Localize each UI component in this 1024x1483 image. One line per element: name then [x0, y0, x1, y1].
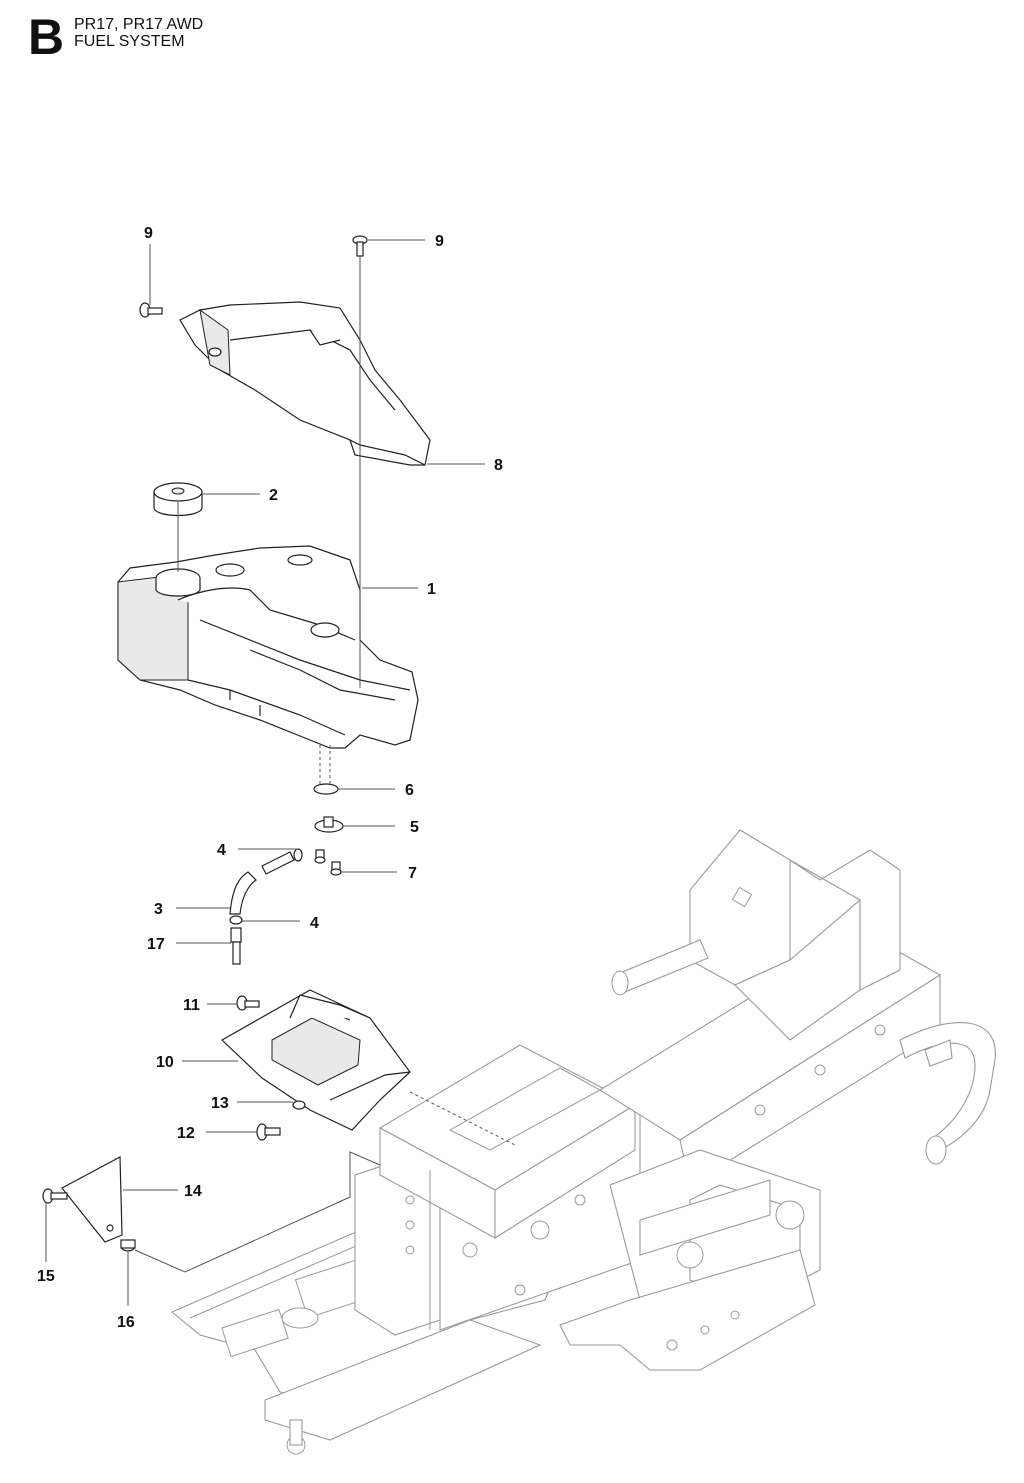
- fuel-tank: [117, 545, 419, 749]
- callout-6: 6: [405, 782, 414, 799]
- washer-13: [292, 1100, 306, 1110]
- callout-4-upper: 4: [217, 842, 226, 859]
- callout-15: 15: [37, 1268, 55, 1285]
- screw-12: [256, 1123, 281, 1141]
- screw-9-top: [352, 235, 368, 257]
- leader-lines: [45, 239, 516, 1306]
- screw-11: [236, 995, 260, 1011]
- callout-16: 16: [117, 1314, 135, 1331]
- callout-10: 10: [156, 1054, 174, 1071]
- section-title: FUEL SYSTEM: [74, 33, 185, 50]
- callout-1: 1: [427, 581, 436, 598]
- callout-11: 11: [183, 997, 200, 1014]
- bolt-15: [42, 1188, 68, 1204]
- callout-14: 14: [184, 1183, 202, 1200]
- title-block: PR17, PR17 AWD FUEL SYSTEM: [74, 16, 203, 50]
- chassis-frame: [170, 829, 996, 1455]
- callout-2: 2: [269, 487, 278, 504]
- callout-9-top: 9: [435, 233, 444, 250]
- callout-8: 8: [494, 457, 503, 474]
- fuel-filter: [230, 927, 242, 965]
- o-ring: [313, 783, 339, 795]
- model-line: PR17, PR17 AWD: [74, 16, 204, 33]
- cover-plate: [221, 989, 411, 1131]
- callout-5: 5: [410, 819, 419, 836]
- tank-bracket: [179, 301, 431, 466]
- bracket-14: [61, 1156, 123, 1243]
- callout-3: 3: [154, 901, 163, 918]
- callout-numbers: 9 9 8 2 1 6 5 4 7 3 4 17 11 10 13 12 14 …: [37, 225, 503, 1331]
- callout-4-lower: 4: [310, 915, 319, 932]
- section-letter: B: [28, 9, 65, 65]
- callout-9-left: 9: [144, 225, 153, 242]
- callout-13: 13: [211, 1095, 229, 1112]
- fuel-hose: [229, 848, 303, 925]
- screws-7: [314, 849, 342, 876]
- callout-12: 12: [177, 1125, 195, 1142]
- outlet-fitting: [314, 816, 344, 833]
- nut-16: [120, 1239, 136, 1252]
- callout-17: 17: [147, 936, 165, 953]
- callout-7: 7: [408, 865, 417, 882]
- screw-9-left: [139, 302, 163, 318]
